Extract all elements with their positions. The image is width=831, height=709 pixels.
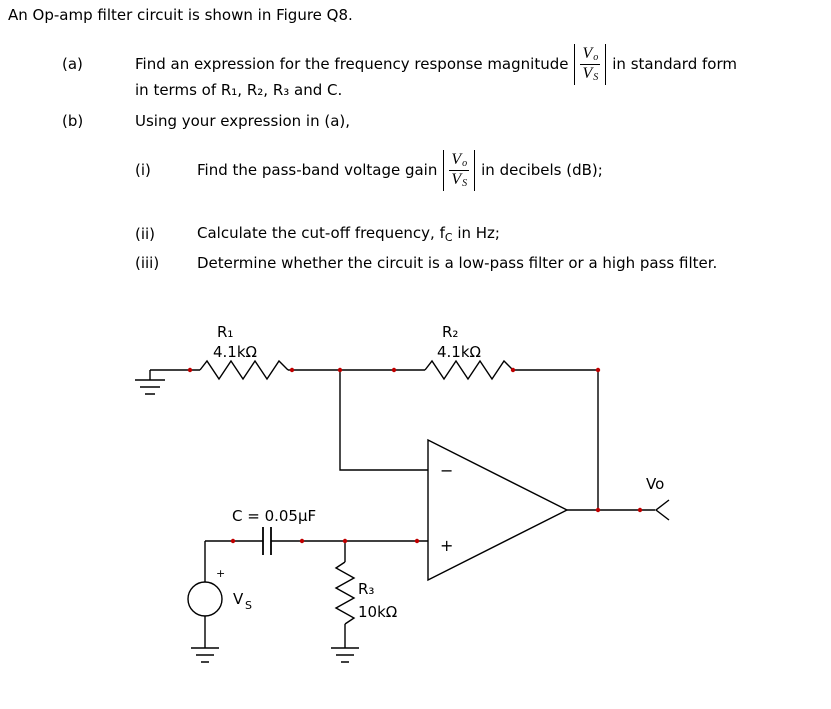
label-vs-base: V [233,590,244,608]
part-i-text-after: in decibels (dB); [481,161,603,180]
label-capacitor: C = 0.05μF [232,507,316,525]
opamp-inverting-input-sign: − [440,461,453,480]
fraction-den-sub: S [462,177,468,189]
junction-dot [299,538,305,544]
opamp-triangle [427,438,569,582]
part-ii-subscript: C [444,231,453,244]
label-r2-value: 4.1kΩ [437,343,481,361]
junction-dots [187,367,643,544]
part-b-text: Using your expression in (a), [135,112,351,130]
part-i-label: (i) [135,161,151,180]
fraction-num-base: V [582,45,593,62]
fraction-den-base: V [582,64,593,82]
output-terminal-icon [654,499,670,521]
ground-icon-r3 [331,647,359,663]
resistor-r2 [424,359,514,381]
capacitor-c [262,527,272,555]
part-i-text-before: Find the pass-band voltage gain [197,161,438,180]
part-a-text-after: in standard form [612,55,737,74]
part-ii-row: (ii) Calculate the cut-off frequency, fC… [135,224,500,244]
circuit-wires [149,369,655,648]
vs-polarity-plus: + [216,567,225,580]
fraction-num-sub: o [462,158,468,169]
part-ii-text: Calculate the cut-off frequency, fC in H… [197,224,500,244]
label-r2-name: R₂ [442,323,458,341]
junction-dot [230,538,236,544]
fraction-num-sub: o [593,52,599,63]
label-vo: Vo [646,475,664,493]
junction-dot [637,507,643,513]
resistor-r1 [199,359,289,381]
part-a-row: (a) Find an expression for the frequency… [62,44,737,85]
part-ii-label: (ii) [135,225,156,243]
junction-dot [595,507,601,513]
ground-icon-vs [191,647,219,663]
label-r3-name: R₃ [358,580,374,598]
resistor-r3 [334,561,356,625]
junction-dot [595,367,601,373]
junction-dot [187,367,193,373]
part-iii-label: (iii) [135,254,160,272]
label-r3-value: 10kΩ [358,603,397,621]
part-ii-text-after: in Hz; [452,224,500,242]
source-vs-circle [187,581,223,617]
part-b-label: (b) [62,112,84,130]
junction-dot [337,367,343,373]
part-a-line2: in terms of R₁, R₂, R₃ and C. [135,81,343,99]
part-b-row: (b) Using your expression in (a), [62,112,350,130]
fraction-den-base: V [451,170,462,188]
ground-icon-left [135,379,165,395]
junction-dot [342,538,348,544]
label-vs-sub: S [245,599,252,612]
junction-dot [510,367,516,373]
label-r1-value: 4.1kΩ [213,343,257,361]
part-iii-text: Determine whether the circuit is a low-p… [197,254,718,272]
opamp-noninverting-input-sign: + [440,536,453,555]
fraction-den-sub: S [593,71,599,83]
part-a-label: (a) [62,55,83,74]
junction-dot [289,367,295,373]
fraction-num-base: V [451,151,462,168]
part-ii-text-before: Calculate the cut-off frequency, f [197,224,445,242]
junction-dot [391,367,397,373]
label-r1-name: R₁ [217,323,233,341]
junction-dot [414,538,420,544]
part-a-text-before: Find an expression for the frequency res… [135,55,569,74]
intro-text: An Op-amp filter circuit is shown in Fig… [8,6,353,24]
part-iii-row: (iii) Determine whether the circuit is a… [135,254,717,272]
